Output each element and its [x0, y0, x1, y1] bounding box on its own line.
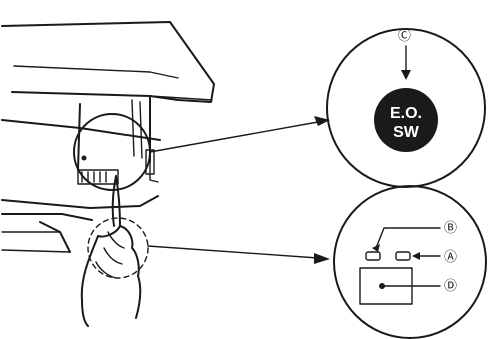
label-b: Ⓑ — [444, 221, 457, 236]
magnifier-circle-lower-left — [87, 217, 149, 279]
eo-switch-text-line2: SW — [393, 124, 420, 141]
zoom-circle-bottom — [333, 185, 487, 339]
receiver-dot — [379, 283, 385, 289]
callout-line-lower — [147, 245, 319, 259]
magnifier-circle-upper-left — [73, 113, 151, 191]
arrow-c-head — [401, 70, 411, 80]
label-a: Ⓐ — [444, 250, 457, 265]
eo-switch-text-line1: E.O. — [390, 105, 422, 122]
label-c: Ⓒ — [398, 29, 411, 44]
label-d: Ⓓ — [444, 279, 457, 294]
eo-switch-button — [374, 88, 438, 152]
callout-arrowhead-upper — [314, 116, 330, 126]
callout-arrowhead-lower — [314, 253, 330, 264]
callout-line-upper — [149, 121, 319, 153]
led-a — [395, 251, 411, 261]
leader-b-head — [372, 244, 380, 252]
leader-b — [375, 227, 441, 249]
leader-a-head — [412, 252, 420, 260]
indoor-unit-illustration — [1, 21, 215, 327]
led-b — [365, 251, 381, 261]
